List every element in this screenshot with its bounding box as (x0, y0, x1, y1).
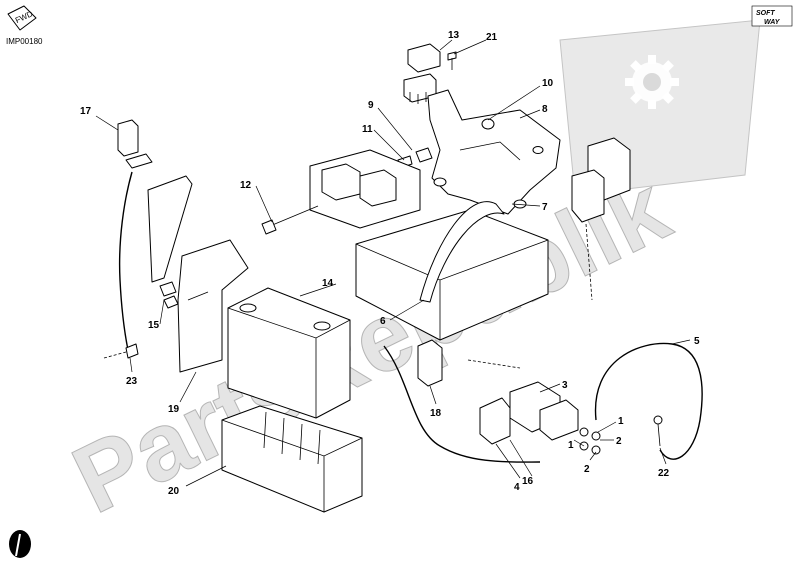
callout-label: 12 (240, 180, 252, 191)
callout-label: 7 (542, 202, 548, 213)
callout-label: 10 (542, 78, 554, 89)
callout-label: 3 (562, 380, 568, 391)
callout-label: 1 (568, 440, 574, 451)
fwd-arrow-icon: FWD (7, 5, 37, 31)
part-battery-sleeve (221, 405, 363, 513)
callout-label: 15 (148, 320, 160, 331)
part-cable-5 (594, 342, 703, 460)
callout-label: 14 (322, 278, 334, 289)
part-battery (227, 287, 351, 419)
softway-logo: SOFT WAY (751, 5, 793, 27)
diagram-code: IMP00180 (6, 37, 43, 46)
watermark-gear-icon (625, 55, 679, 109)
callout-label: 16 (522, 476, 534, 487)
part-terminal-cover-17 (117, 119, 153, 169)
part-terminal-cover-18 (417, 339, 443, 387)
part-washers (579, 427, 601, 455)
callout-label: 2 (584, 464, 590, 475)
callout-label: 19 (168, 404, 180, 415)
part-relay (403, 43, 441, 104)
ground-wire (467, 359, 521, 369)
corner-logo-icon (9, 530, 31, 558)
callout-label: 22 (658, 468, 670, 479)
callout-labels: 13 21 10 8 9 11 12 7 17 14 15 6 5 3 1 2 … (80, 30, 700, 497)
callout-leaders (95, 39, 691, 487)
callout-label: 11 (362, 124, 373, 135)
callout-label: 8 (542, 104, 548, 115)
part-relay-holder (479, 397, 511, 445)
softway-logo-line1: SOFT (756, 10, 775, 17)
part-starter-relay (509, 381, 579, 441)
callout-label: 20 (168, 486, 180, 497)
callout-label: 5 (694, 336, 700, 347)
part-bracket (427, 89, 561, 215)
callout-label: 17 (80, 106, 92, 117)
callout-label: 23 (126, 376, 138, 387)
part-terminal-21 (653, 415, 663, 447)
part-fuse-box (309, 149, 421, 229)
callout-label: 6 (380, 316, 386, 327)
callout-label: 13 (448, 30, 460, 41)
callout-label: 9 (368, 100, 374, 111)
part-screw-22 (447, 51, 457, 70)
callout-label: 21 (486, 32, 498, 43)
callout-label: 18 (430, 408, 442, 419)
part-long-bolt (261, 205, 319, 235)
part-side-cover (147, 175, 249, 373)
softway-logo-line2: WAY (764, 19, 781, 26)
part-bolt-23 (103, 343, 139, 359)
callout-label: 4 (514, 482, 520, 493)
callout-label: 1 (618, 416, 624, 427)
part-strap (419, 201, 505, 303)
part-cable-17 (118, 171, 133, 351)
part-nut-15 (159, 281, 179, 309)
callout-label: 2 (616, 436, 622, 447)
part-grommet (481, 118, 495, 130)
part-relay-box (571, 137, 631, 301)
